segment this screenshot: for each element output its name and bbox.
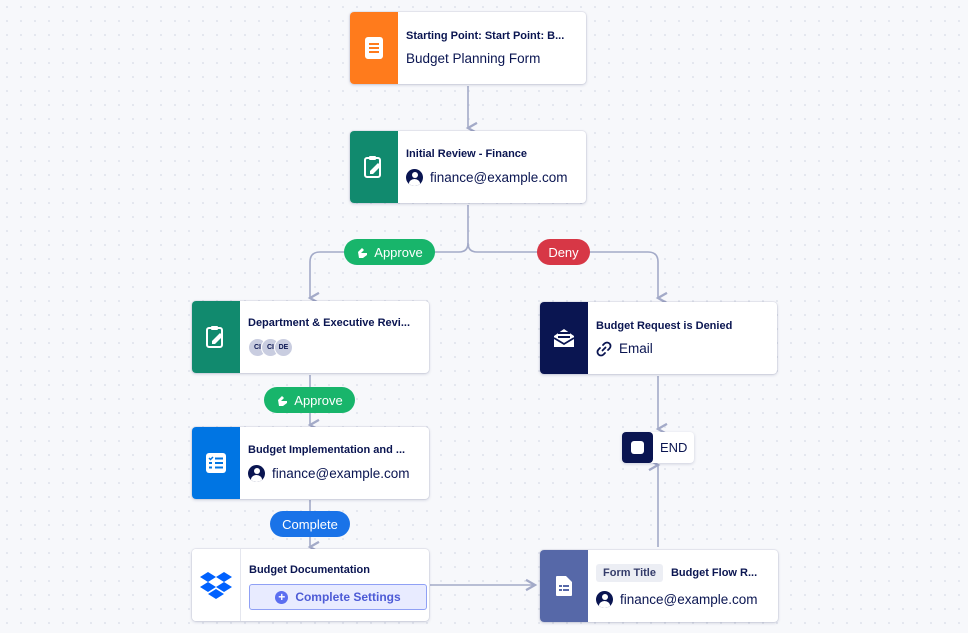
denied-email-node[interactable]: Budget Request is Denied Email (540, 302, 777, 374)
deny-label: Deny (548, 244, 579, 260)
approve-hand-icon (358, 247, 368, 258)
edge-initial-to-denied (467, 242, 668, 305)
document-icon (556, 576, 572, 596)
implementation-task-node[interactable]: Budget Implementation and ... finance@ex… (192, 427, 429, 499)
complete-settings-label: Complete Settings (295, 590, 401, 604)
form-flow-header: Form Title Budget Flow R... (596, 564, 758, 582)
approve-branch-pill[interactable]: Approve (344, 239, 435, 265)
user-icon (596, 591, 613, 608)
implementation-icon-panel (192, 427, 240, 499)
approval-clipboard-icon (206, 326, 223, 348)
dropbox-icon (200, 572, 232, 599)
dropbox-icon-panel (192, 549, 241, 621)
start-node-icon-panel (350, 12, 398, 84)
denied-email-label: Email (619, 341, 653, 356)
approve-label: Approve (374, 244, 423, 260)
denied-email-title: Budget Request is Denied (596, 319, 733, 332)
approve-label: Approve (294, 392, 343, 408)
form-flow-assignee: finance@example.com (596, 591, 758, 608)
documentation-dropbox-node[interactable]: Budget Documentation + Complete Settings (192, 549, 429, 621)
denied-email-type: Email (596, 341, 732, 357)
department-review-node[interactable]: Department & Executive Revi... CI CI DE (192, 301, 429, 373)
implementation-email: finance@example.com (272, 466, 410, 481)
initial-review-assignee: finance@example.com (406, 169, 568, 186)
start-node[interactable]: Starting Point: Start Point: B... Budget… (350, 12, 586, 84)
assignee-avatar: DE (274, 338, 293, 357)
implementation-title: Budget Implementation and ... (248, 444, 406, 456)
end-label: END (660, 440, 688, 455)
department-review-icon-panel (192, 301, 240, 373)
stop-icon (622, 432, 653, 463)
initial-review-icon-panel (350, 131, 398, 203)
plus-icon: + (275, 590, 289, 604)
initial-review-email: finance@example.com (430, 170, 568, 185)
denied-email-icon-panel (540, 302, 588, 374)
form-title-tag: Form Title (596, 564, 663, 582)
user-icon (406, 169, 423, 186)
form-flow-node[interactable]: Form Title Budget Flow R... finance@exam… (540, 550, 778, 622)
user-icon (248, 465, 265, 482)
task-list-icon (206, 453, 226, 473)
approval-clipboard-icon (364, 156, 381, 178)
implementation-assignee: finance@example.com (248, 465, 410, 482)
approve-hand-icon (278, 395, 288, 406)
form-flow-email: finance@example.com (620, 592, 758, 607)
end-node[interactable]: END (622, 432, 694, 463)
department-review-title: Department & Executive Revi... (248, 317, 411, 329)
complete-settings-button[interactable]: + Complete Settings (249, 584, 427, 610)
complete-label: Complete (282, 516, 338, 532)
department-review-assignees: CI CI DE (248, 338, 410, 357)
start-node-title: Starting Point: Start Point: B... (406, 30, 565, 42)
approve-branch-pill[interactable]: Approve (264, 387, 355, 413)
deny-branch-pill[interactable]: Deny (537, 239, 590, 265)
documentation-title: Budget Documentation (249, 564, 370, 576)
initial-review-title: Initial Review - Finance (406, 148, 528, 160)
complete-branch-pill[interactable]: Complete (270, 511, 350, 537)
form-flow-title: Budget Flow R... (670, 567, 758, 579)
initial-review-node[interactable]: Initial Review - Finance finance@example… (350, 131, 586, 203)
form-document-icon (365, 37, 383, 59)
envelope-icon (553, 329, 575, 347)
form-flow-icon-panel (540, 550, 588, 622)
start-node-form-name: Budget Planning Form (406, 51, 541, 66)
link-icon (596, 341, 612, 356)
